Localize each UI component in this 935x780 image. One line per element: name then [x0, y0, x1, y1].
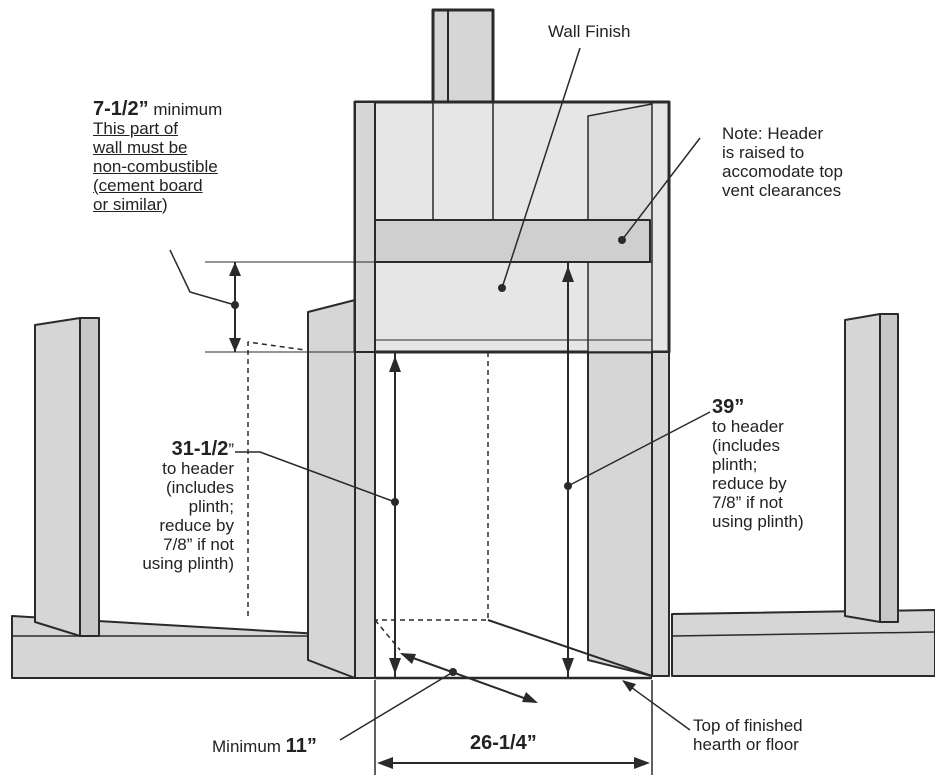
dim-31-5-value: 31-1/2 — [171, 438, 229, 460]
left-outer-stud — [34, 317, 100, 637]
left-chase-stud — [307, 299, 356, 679]
minimum-11-prefix: Minimum — [212, 737, 286, 756]
right-chase-stud — [587, 351, 653, 677]
dim-39-line: plinth; — [712, 455, 758, 474]
dim-31-5-line: to header — [162, 459, 234, 478]
dashed-outline — [247, 341, 489, 651]
note-line: vent clearances — [722, 181, 842, 200]
dim-11-arrow — [339, 653, 538, 741]
width-26-25-value: 26-1/4” — [470, 732, 537, 754]
opening-left-wall — [354, 351, 376, 679]
dim-31-5-line: reduce by — [159, 516, 234, 535]
hearth-leader — [622, 680, 691, 731]
width-26-25-label: 26-1/4” — [470, 732, 537, 754]
dim-39-value: 39” — [712, 396, 745, 418]
non-combustible-line: or similar — [93, 195, 162, 214]
note-line: is raised to — [722, 143, 805, 162]
note-line: Note: Header — [722, 124, 824, 143]
dim-39-line: reduce by — [712, 474, 787, 493]
header-note-label: Note: Header is raised to accomodate top… — [722, 124, 843, 200]
hearth-diagonal — [487, 619, 653, 677]
dim-39-line: to header — [712, 417, 784, 436]
dim-31-5-unit: ” — [228, 440, 234, 459]
dim-31-5-line: (includes — [165, 478, 234, 497]
dim-31-5-label: 31-1/2” to header (includes plinth; redu… — [128, 438, 234, 573]
dim-7-5-arrow — [169, 249, 375, 353]
dim-39-line: 7/8” if not — [712, 493, 783, 512]
min-7-5-suffix: minimum — [148, 100, 223, 119]
wall-finish-leader — [498, 47, 581, 292]
wall-finish-label: Wall Finish — [548, 22, 631, 41]
hearth-line: Top of finished — [693, 716, 803, 735]
hearth-line: hearth or floor — [693, 735, 799, 754]
right-outer-stud — [844, 313, 899, 623]
dim-39-line: using plinth) — [712, 512, 804, 531]
non-combustible-line: This part of — [93, 119, 179, 138]
close-paren: ) — [161, 195, 168, 214]
non-combustible-line: (cement board — [93, 176, 203, 195]
dim-39-arrow — [562, 262, 711, 678]
minimum-11-label: Minimum 11” — [212, 735, 317, 757]
dim-31-5-line: using plinth) — [142, 554, 234, 573]
dim-39-label: 39” to header (includes plinth; reduce b… — [712, 396, 804, 531]
minimum-11-value: 11” — [285, 735, 317, 757]
note-line: accomodate top — [722, 162, 843, 181]
chimney-stud — [431, 8, 495, 104]
dim-39-line: (includes — [712, 436, 781, 455]
min-7-5-label: 7-1/2” minimum This part of wall must be… — [93, 98, 223, 214]
note-leader — [618, 137, 701, 244]
opening-right-wall — [651, 351, 670, 677]
hearth-label: Top of finished hearth or floor — [693, 716, 803, 754]
non-combustible-line: non-combustible — [93, 157, 218, 176]
dim-26-25-arrow — [374, 680, 653, 775]
min-7-5-value: 7-1/2” — [93, 98, 149, 120]
dim-31-5-line: plinth; — [188, 497, 234, 516]
dim-31-5-arrow — [235, 352, 401, 678]
non-combustible-line: wall must be — [93, 138, 188, 157]
dim-31-5-line: 7/8” if not — [163, 535, 234, 554]
